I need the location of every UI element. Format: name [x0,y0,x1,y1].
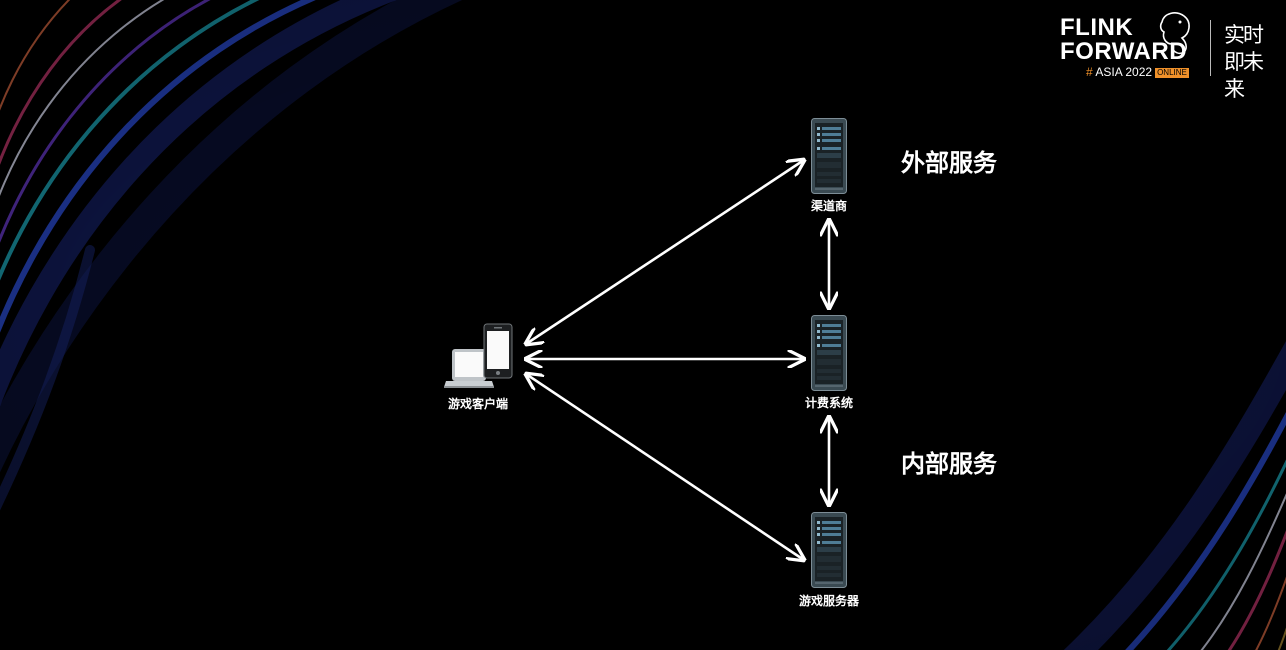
node-label-billing: 计费系统 [804,396,854,410]
logo-divider [1210,20,1211,76]
group-label-internal: 内部服务 [901,450,997,478]
edge-client-game-server [526,374,804,560]
server-icon-billing [811,315,847,391]
server-icon-game-server [811,512,847,588]
logo-online-badge: ONLINE [1155,68,1189,78]
server-icon-channel [811,118,847,194]
edge-client-channel [526,160,804,344]
logo-hash: # [1086,65,1093,79]
node-label-channel: 渠道商 [810,199,848,213]
logo-line-forward: FORWARD [1060,38,1188,65]
node-label-client: 游戏客户端 [447,397,509,411]
node-label-game-server: 游戏服务器 [798,594,860,608]
squirrel-icon [1159,12,1190,55]
logo-edition-text: ASIA 2022 [1095,65,1153,79]
group-label-external: 外部服务 [901,149,997,177]
logo-line-flink: FLINK [1060,14,1134,41]
laptop-phone-icon [444,323,513,388]
logo-slogan: 实时即未来 [1224,23,1264,101]
